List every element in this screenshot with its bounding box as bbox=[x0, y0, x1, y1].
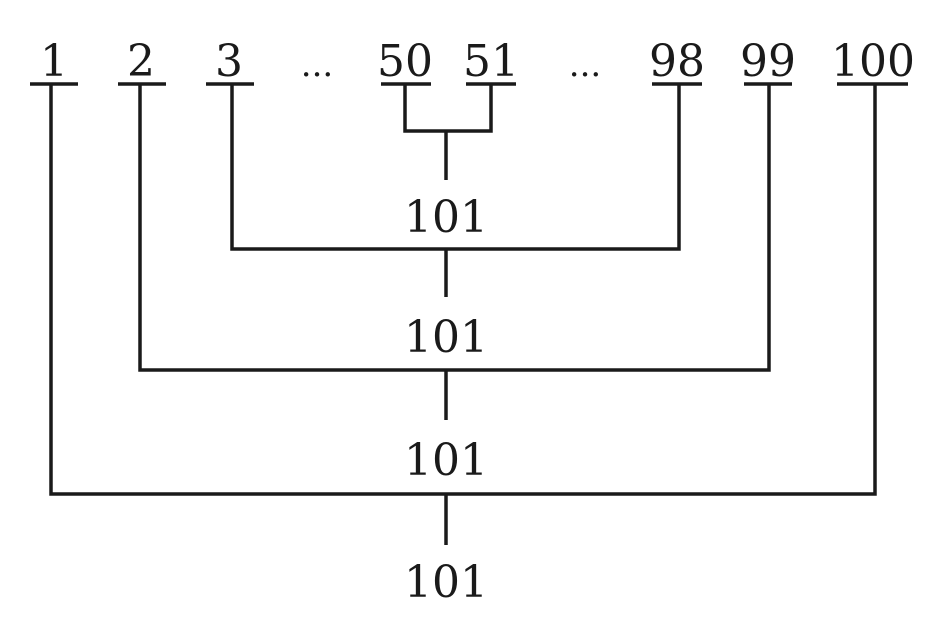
label-98: 98 bbox=[649, 36, 705, 87]
sum-label-1-100: 101 bbox=[404, 557, 488, 608]
sum-label-50-51: 101 bbox=[404, 192, 488, 243]
label-99: 99 bbox=[740, 36, 796, 87]
ellipsis-left: ... bbox=[301, 45, 333, 85]
label-50: 50 bbox=[377, 36, 433, 87]
bracket-1-100 bbox=[49, 84, 877, 496]
bracket-3-98 bbox=[230, 84, 681, 251]
sum-label-2-99: 101 bbox=[404, 435, 488, 486]
label-100: 100 bbox=[831, 36, 915, 87]
label-2: 2 bbox=[127, 36, 155, 87]
label-51: 51 bbox=[463, 36, 519, 87]
ellipsis-right: ... bbox=[569, 45, 601, 85]
bracket-2-99 bbox=[138, 84, 771, 372]
sum-label-3-98: 101 bbox=[404, 312, 488, 363]
bracket-50-51 bbox=[403, 84, 493, 133]
label-3: 3 bbox=[215, 36, 243, 87]
label-1: 1 bbox=[40, 36, 68, 87]
